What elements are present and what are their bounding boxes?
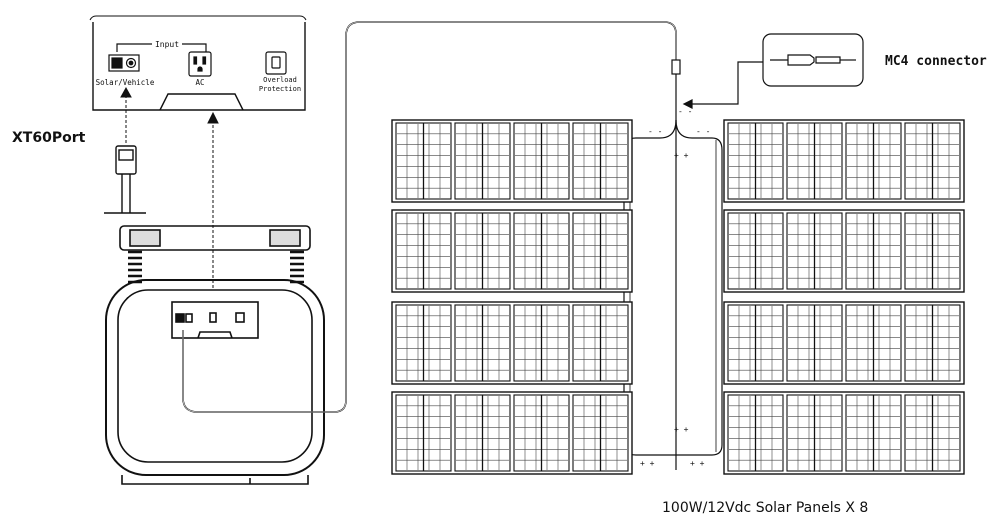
solar-panel (391, 301, 633, 385)
front-panel-zoom (89, 15, 307, 111)
input-group-label: Input (155, 40, 179, 49)
overload-label-1: Overload (263, 76, 297, 84)
xt60-port-label: XT60Port (12, 130, 86, 146)
solar-panel (723, 119, 965, 203)
minus-marker-right: - - (696, 127, 710, 136)
solar-panel (723, 301, 965, 385)
solar-panel-array (391, 119, 965, 475)
arrows-to-zoom (120, 86, 219, 290)
mc4-connector-inset (682, 33, 864, 109)
minus-marker-left: - - (648, 127, 662, 136)
minus-marker-top: - - (678, 107, 692, 116)
solar-vehicle-label: Solar/Vehicle (96, 78, 155, 87)
solar-panel (723, 209, 965, 293)
xt60-plug-icon (104, 145, 146, 214)
solar-panels-caption: 100W/12Vdc Solar Panels X 8 (662, 500, 869, 516)
solar-panel (391, 119, 633, 203)
solar-panel (391, 209, 633, 293)
solar-vehicle-port-icon (108, 54, 140, 72)
plus-marker-top: + + (674, 151, 689, 160)
overload-protection-icon (265, 51, 287, 75)
array-wiring (623, 59, 723, 470)
ac-outlet-icon (188, 51, 212, 77)
ac-label: AC (195, 78, 204, 87)
mc4-connector-label: MC4 connector (885, 54, 987, 69)
solar-panel (723, 391, 965, 475)
overload-label-2: Protection (259, 85, 301, 93)
plus-marker-right: + + (690, 459, 705, 468)
solar-panel (391, 391, 633, 475)
plus-marker-mid: + + (674, 425, 689, 434)
plus-marker-left: + + (640, 459, 655, 468)
power-station (105, 225, 325, 485)
